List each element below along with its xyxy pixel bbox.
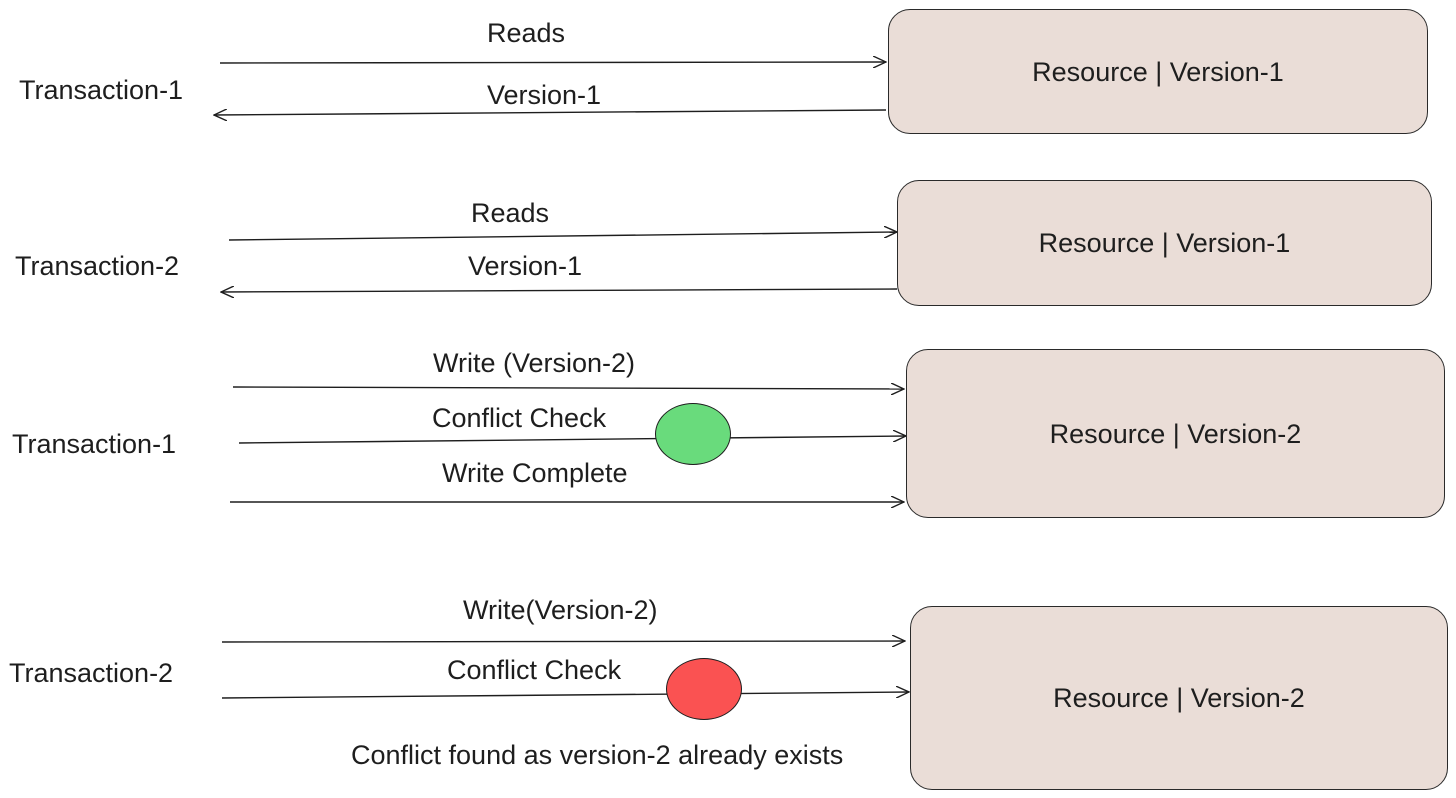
resource-label: Resource | Version-2 [1053, 683, 1305, 713]
transaction-label: Transaction-2 [9, 658, 174, 688]
arrow-label: Version-1 [487, 80, 602, 110]
conflict-check-success-indicator [655, 403, 731, 465]
conflict-check-arrow [221, 692, 909, 699]
arrow-label: Reads [471, 198, 550, 228]
resource-box: Resource | Version-2 [906, 349, 1445, 518]
arrow-label: Write Complete [442, 458, 628, 488]
arrow-label: Write (Version-2) [433, 348, 636, 378]
conflict-check-failure-indicator [666, 658, 742, 720]
conflict-check-arrow [238, 436, 906, 444]
resource-box: Resource | Version-1 [888, 9, 1428, 134]
resource-label: Resource | Version-1 [1038, 228, 1291, 258]
conflict-note: Conflict found as version-2 already exis… [351, 740, 844, 770]
version-response-arrow [214, 110, 887, 115]
reads-request-arrow [219, 62, 886, 63]
arrow-label: Conflict Check [447, 655, 622, 685]
arrow-label: Version-1 [468, 251, 583, 281]
reads-request-arrow [228, 232, 897, 241]
transaction-label: Transaction-2 [15, 251, 180, 281]
resource-box: Resource | Version-2 [910, 606, 1448, 790]
arrow-label: Conflict Check [432, 403, 607, 433]
version-response-arrow [221, 289, 898, 292]
arrow-label: Write(Version-2) [463, 595, 658, 625]
write-request-arrow [232, 387, 904, 389]
resource-label: Resource | Version-2 [1049, 418, 1302, 449]
write-request-arrow [221, 641, 905, 642]
resource-box: Resource | Version-1 [897, 180, 1432, 306]
transaction-label: Transaction-1 [19, 75, 184, 105]
transaction-label: Transaction-1 [12, 429, 177, 459]
arrow-label: Reads [487, 18, 566, 48]
resource-label: Resource | Version-1 [1032, 56, 1284, 87]
